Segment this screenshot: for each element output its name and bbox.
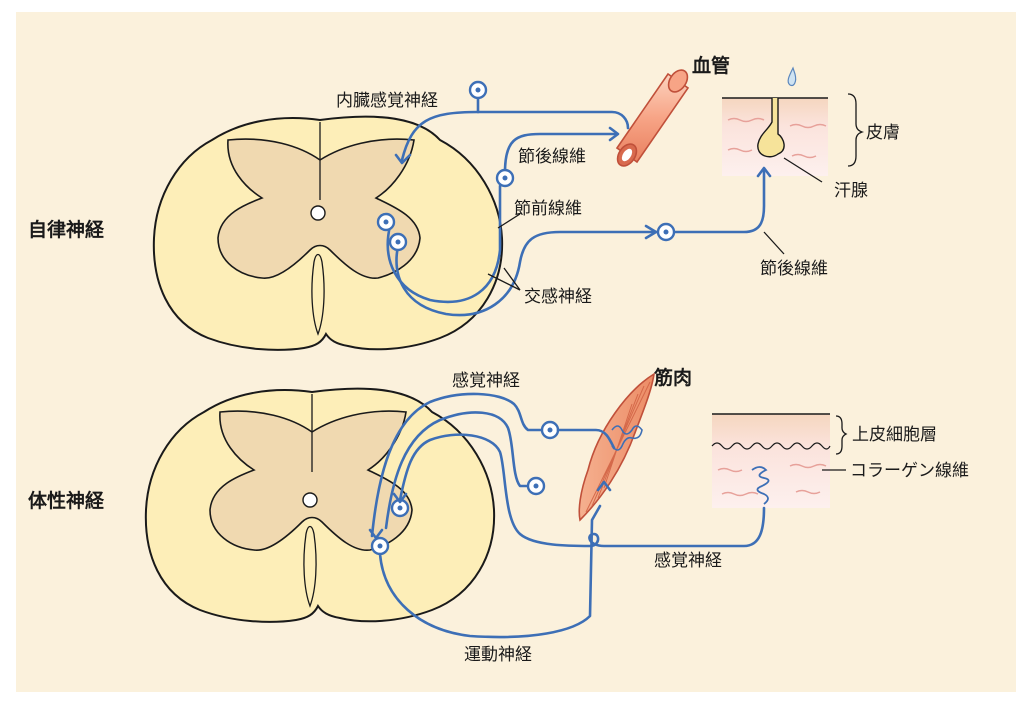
label-collagen: コラーゲン線維 [850, 461, 969, 481]
label-sensory-upper: 感覚神経 [452, 371, 520, 391]
label-sympathetic: 交感神経 [524, 287, 592, 307]
background-panel [16, 12, 1016, 692]
label-skin: 皮膚 [866, 123, 900, 143]
label-preganglionic: 節前線維 [514, 199, 582, 219]
section-label-somatic: 体性神経 [28, 489, 105, 512]
label-postganglionic-upper: 節後線維 [518, 147, 586, 167]
label-sensory-lower: 感覚神経 [654, 551, 722, 571]
label-blood-vessel: 血管 [692, 54, 730, 77]
label-epidermis: 上皮細胞層 [852, 425, 937, 445]
spinal-cord-bottom [146, 389, 494, 622]
label-motor: 運動神経 [464, 645, 532, 665]
label-postganglionic-lower: 節後線維 [760, 259, 828, 279]
skin-collagen [712, 414, 846, 508]
label-sweat-gland: 汗腺 [834, 181, 868, 201]
label-muscle: 筋肉 [654, 366, 692, 389]
label-visceral-sensory: 内臓感覚神経 [336, 91, 438, 111]
section-label-autonomic: 自律神経 [28, 218, 105, 241]
